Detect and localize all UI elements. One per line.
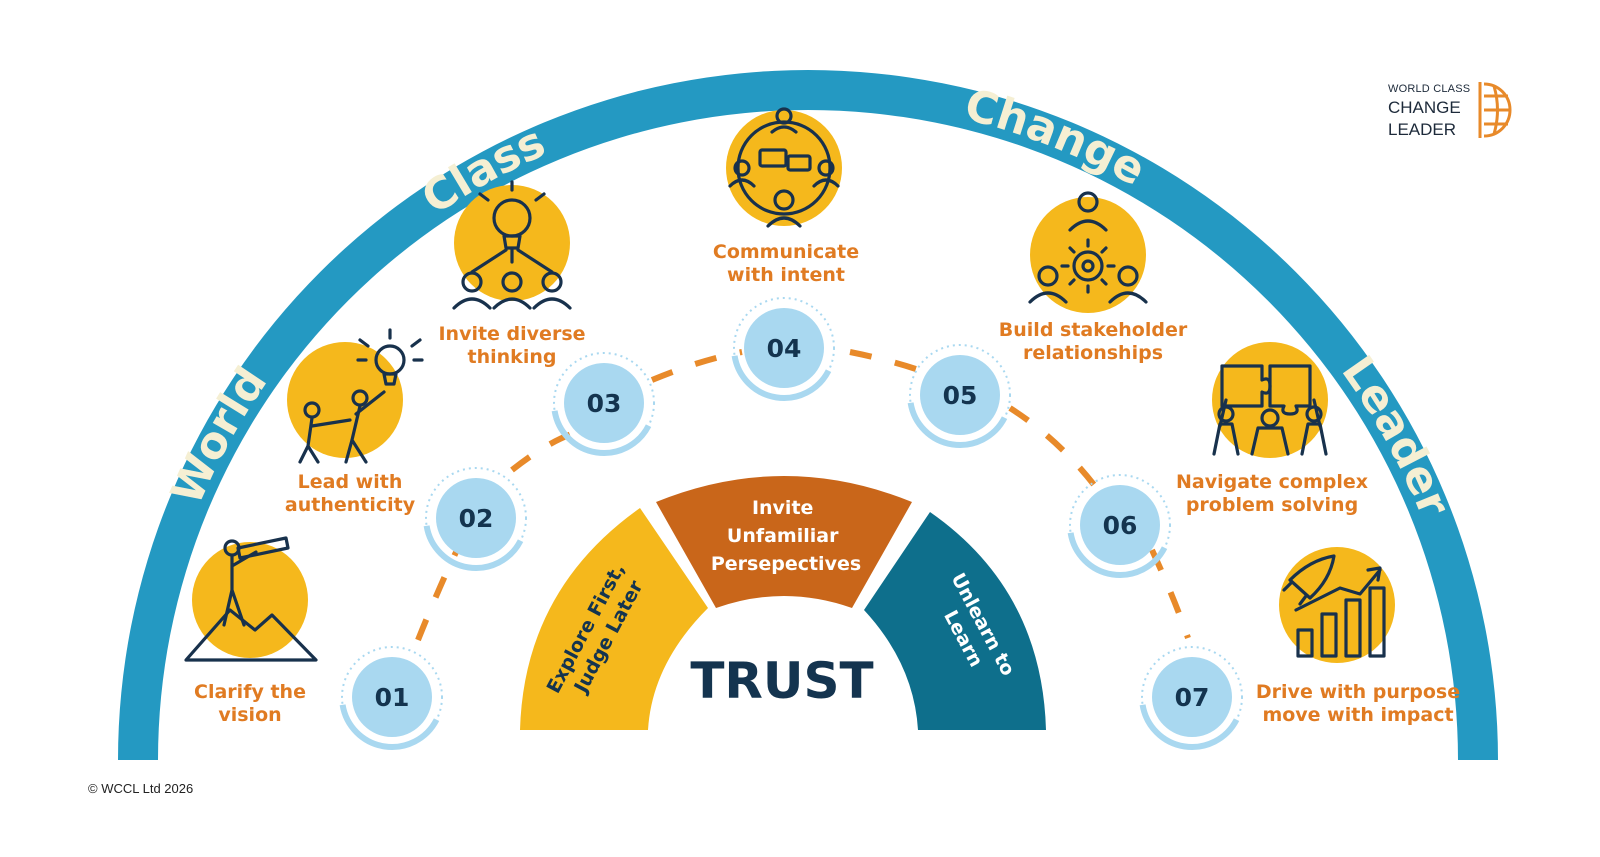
step-badge-06: 06: [1067, 474, 1171, 578]
icon-circles: [192, 110, 1395, 663]
step-number: 02: [459, 504, 494, 533]
step-ring-solid: [1067, 532, 1168, 578]
step-label-line: relationships: [1023, 342, 1163, 364]
step-label-line: Invite diverse: [438, 323, 585, 345]
step-label-line: Clarify the: [194, 681, 306, 703]
step-circle: [436, 478, 516, 558]
step-label-line: Communicate: [713, 241, 859, 263]
segment-invite-line-1: Invite: [752, 497, 813, 519]
step-number: 07: [1175, 683, 1210, 712]
step-label-line: authenticity: [285, 494, 416, 516]
trust-centre: Explore First, Judge Later Invite Unfami…: [520, 476, 1046, 730]
stakeholder-gear-icon: [1028, 191, 1148, 304]
step-number: 04: [767, 334, 802, 363]
arc-word-change: Change: [960, 79, 1154, 196]
step-ring-solid: [551, 410, 652, 456]
segment-explore-first: [520, 508, 708, 730]
arc-word-world: World: [161, 358, 277, 512]
step-number: 01: [375, 683, 410, 712]
step-badge-04: 04: [731, 297, 835, 401]
step-badge-03: 03: [551, 352, 655, 456]
lightbulb-team-icon: [452, 180, 572, 310]
step-connectors: [415, 349, 1191, 642]
step-label-line: with intent: [727, 264, 845, 286]
logo-globe-icon: [1478, 82, 1512, 138]
step-ring-solid: [423, 525, 524, 571]
step-badge-07: 07: [1139, 646, 1243, 750]
segment-invite-unfamiliar: [656, 476, 912, 608]
connector-04-05: [849, 349, 926, 375]
telescope-on-mountain-icon: [184, 536, 318, 662]
step-ring-solid: [907, 402, 1008, 448]
step-label-line: Drive with purpose: [1256, 681, 1460, 703]
step-circle: [1080, 485, 1160, 565]
step-circle: [1152, 657, 1232, 737]
step-ring-solid: [731, 355, 832, 401]
svg-text:World: World: [161, 358, 277, 512]
connector-06-07: [1149, 548, 1191, 639]
step-label-line: Build stakeholder: [999, 319, 1188, 341]
logo-line-1: WORLD CLASS: [1388, 83, 1471, 95]
puzzle-team-icon: [1212, 364, 1328, 456]
step-number: 03: [587, 389, 622, 418]
team-conversation-icon: [728, 107, 840, 228]
step-circles: 01 02 03 04 05 06 07: [339, 297, 1243, 750]
icon-circle-01: [192, 542, 308, 658]
connector-02-03: [510, 429, 579, 473]
segment-unlearn: [864, 512, 1046, 730]
trust-title: TRUST: [690, 652, 873, 710]
world-class-change-leader-logo: WORLD CLASS CHANGE LEADER: [1388, 80, 1538, 142]
icon-circle-04: [726, 110, 842, 226]
icon-circle-02: [287, 342, 403, 458]
icon-circle-07: [1279, 547, 1395, 663]
logo-line-2: CHANGE: [1388, 98, 1461, 117]
connector-05-06: [1008, 405, 1101, 492]
segment-invite-text: Invite Unfamiliar Persepectives: [711, 497, 861, 575]
step-label-line: problem solving: [1186, 494, 1358, 516]
icon-circle-03: [454, 185, 570, 301]
copyright-notice: © WCCL Ltd 2026: [88, 781, 194, 796]
step-badge-01: 01: [339, 646, 443, 750]
step-label-line: Navigate complex: [1176, 471, 1368, 493]
segment-invite-line-3: Persepectives: [711, 553, 861, 575]
step-badge-02: 02: [423, 467, 527, 571]
step-label-line: thinking: [468, 346, 557, 368]
connector-03-04: [650, 349, 743, 383]
logo-line-3: LEADER: [1388, 120, 1457, 139]
svg-text:Change: Change: [960, 79, 1154, 196]
step-number: 06: [1103, 511, 1138, 540]
icon-circle-05: [1030, 197, 1146, 313]
segment-invite-line-2: Unfamiliar: [727, 525, 839, 547]
connector-01-02: [415, 546, 461, 642]
step-badge-05: 05: [907, 344, 1011, 448]
step-circle: [920, 355, 1000, 435]
step-label-line: Lead with: [298, 471, 403, 493]
step-ring-solid: [1139, 704, 1240, 750]
step-label-line: move with impact: [1262, 704, 1453, 726]
rocket-growth-icon: [1282, 554, 1386, 658]
step-circle: [744, 308, 824, 388]
step-circle: [564, 363, 644, 443]
leading-to-lightbulb-icon: [298, 328, 424, 464]
step-label-line: vision: [218, 704, 281, 726]
step-number: 05: [943, 381, 978, 410]
step-circle: [352, 657, 432, 737]
step-ring-solid: [339, 704, 440, 750]
